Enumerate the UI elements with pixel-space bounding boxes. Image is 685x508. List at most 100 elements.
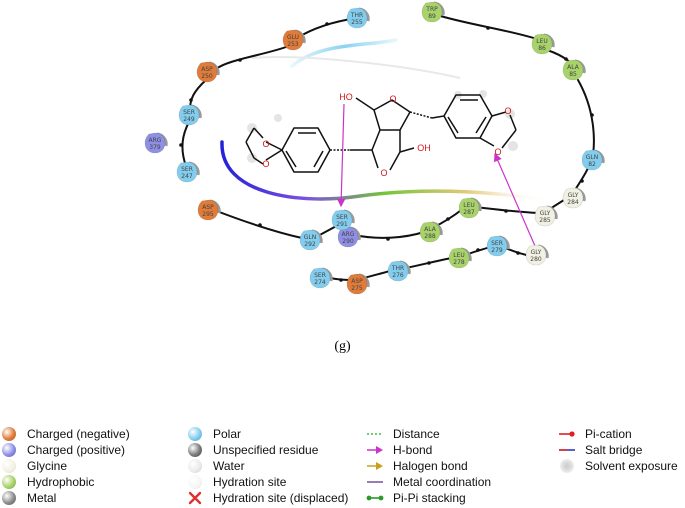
atom-oh: OH: [417, 143, 431, 153]
residue-number: 275: [351, 285, 363, 292]
residue-number: 247: [181, 173, 193, 180]
residue-number: 295: [202, 211, 214, 218]
residue-name: ASP: [201, 66, 213, 73]
residue-name: GLY: [568, 192, 579, 199]
atom-o-ring-bottom: O: [380, 168, 387, 178]
legend-metal-coordination: Metal coordination: [366, 474, 491, 490]
ligand: O O O O HO OH O O: [245, 90, 518, 178]
residue-name: GLY: [540, 210, 551, 217]
residue-name: LEU: [463, 202, 475, 209]
polar-icon: [188, 427, 202, 441]
residue-name: SER: [336, 214, 348, 221]
residue-number: 249: [183, 116, 195, 123]
solvent-exposure-icon: [560, 459, 574, 473]
legend-glycine: Glycine: [0, 458, 67, 474]
residue-name: ASP: [351, 278, 363, 285]
residue-name: THR: [391, 265, 404, 272]
legend-metal: Metal: [0, 490, 56, 506]
pocket-outline: [220, 140, 550, 202]
charged-negative-icon: [2, 427, 16, 441]
legend-salt-bridge: Salt bridge: [558, 442, 642, 458]
residue-number: 89: [428, 13, 436, 20]
legend-hydration-site: Hydration site: [186, 474, 286, 490]
residue-name: ALA: [567, 64, 580, 71]
hydrophobic-icon: [2, 475, 16, 489]
atom-o-ring-top: O: [389, 94, 396, 104]
atom-o-right-2: O: [494, 147, 501, 157]
hbond-arrow-gly280: [494, 152, 536, 247]
hbond-arrow-ser291: [337, 103, 346, 208]
residue-name: GLU: [287, 34, 299, 41]
residue-name: GLY: [531, 249, 542, 256]
legend-halogen-bond: Halogen bond: [366, 458, 468, 474]
legend-charged-positive: Charged (positive): [0, 442, 125, 458]
residue-number: 291: [336, 221, 348, 228]
line-icon: [367, 481, 383, 483]
residue-number: 276: [392, 272, 404, 279]
dotted-line-icon: [367, 433, 383, 435]
residue-name: ASP: [202, 204, 214, 211]
legend-polar: Polar: [186, 426, 241, 442]
residue-name: SER: [183, 109, 195, 116]
residue-number: 379: [149, 144, 161, 151]
residue-number: 86: [538, 45, 546, 52]
atom-o-right-1: O: [504, 106, 511, 116]
interaction-diagram: O O O O HO OH O O THR255GLU253ASP250SER2…: [144, 1, 605, 295]
residue-name: GLN: [586, 154, 598, 161]
atom-o-left-2: O: [262, 159, 269, 169]
glycine-icon: [2, 459, 16, 473]
legend-hydrophobic: Hydrophobic: [0, 474, 94, 490]
residue-number: 288: [424, 233, 436, 240]
pocket-outline-top: [290, 38, 398, 68]
residue-name: THR: [350, 12, 363, 19]
residue-name: SER: [314, 272, 326, 279]
residue-name: SER: [491, 240, 503, 247]
residue-number: 82: [588, 161, 596, 168]
residue-number: 285: [539, 217, 551, 224]
residue-number: 250: [201, 73, 213, 80]
legend-water: Water: [186, 458, 245, 474]
gradient-line-icon: [559, 449, 575, 451]
residue-number: 284: [567, 199, 579, 206]
hydration-site-icon: [188, 475, 202, 489]
legend-pi-pi-stacking: Pi-Pi stacking: [366, 490, 466, 506]
atom-ho: HO: [339, 92, 353, 102]
residue-number: 253: [287, 41, 299, 48]
dot-line-icon: [559, 431, 575, 437]
legend-hydration-site-displaced: Hydration site (displaced): [186, 490, 348, 506]
atom-o-left-1: O: [262, 139, 269, 149]
residue-name: SER: [181, 166, 193, 173]
residue-number: 280: [530, 256, 542, 263]
arrow-icon: [367, 462, 383, 470]
legend-unspecified: Unspecified residue: [186, 442, 318, 458]
legend-solvent-exposure: Solvent exposure: [558, 458, 678, 474]
residues: THR255GLU253ASP250SER249ARG379SER247TRP8…: [144, 1, 605, 295]
residue-number: 292: [304, 241, 316, 248]
residue-number: 290: [342, 238, 354, 245]
residue-name: LEU: [536, 38, 548, 45]
residue-name: LEU: [453, 252, 465, 259]
residue-number: 287: [463, 209, 475, 216]
water-icon: [188, 459, 202, 473]
backbone-beads: [179, 22, 594, 282]
arrow-icon: [367, 446, 383, 454]
residue-name: ARG: [149, 137, 162, 144]
residue-name: TRP: [425, 6, 438, 13]
residue-number: 279: [491, 247, 503, 254]
